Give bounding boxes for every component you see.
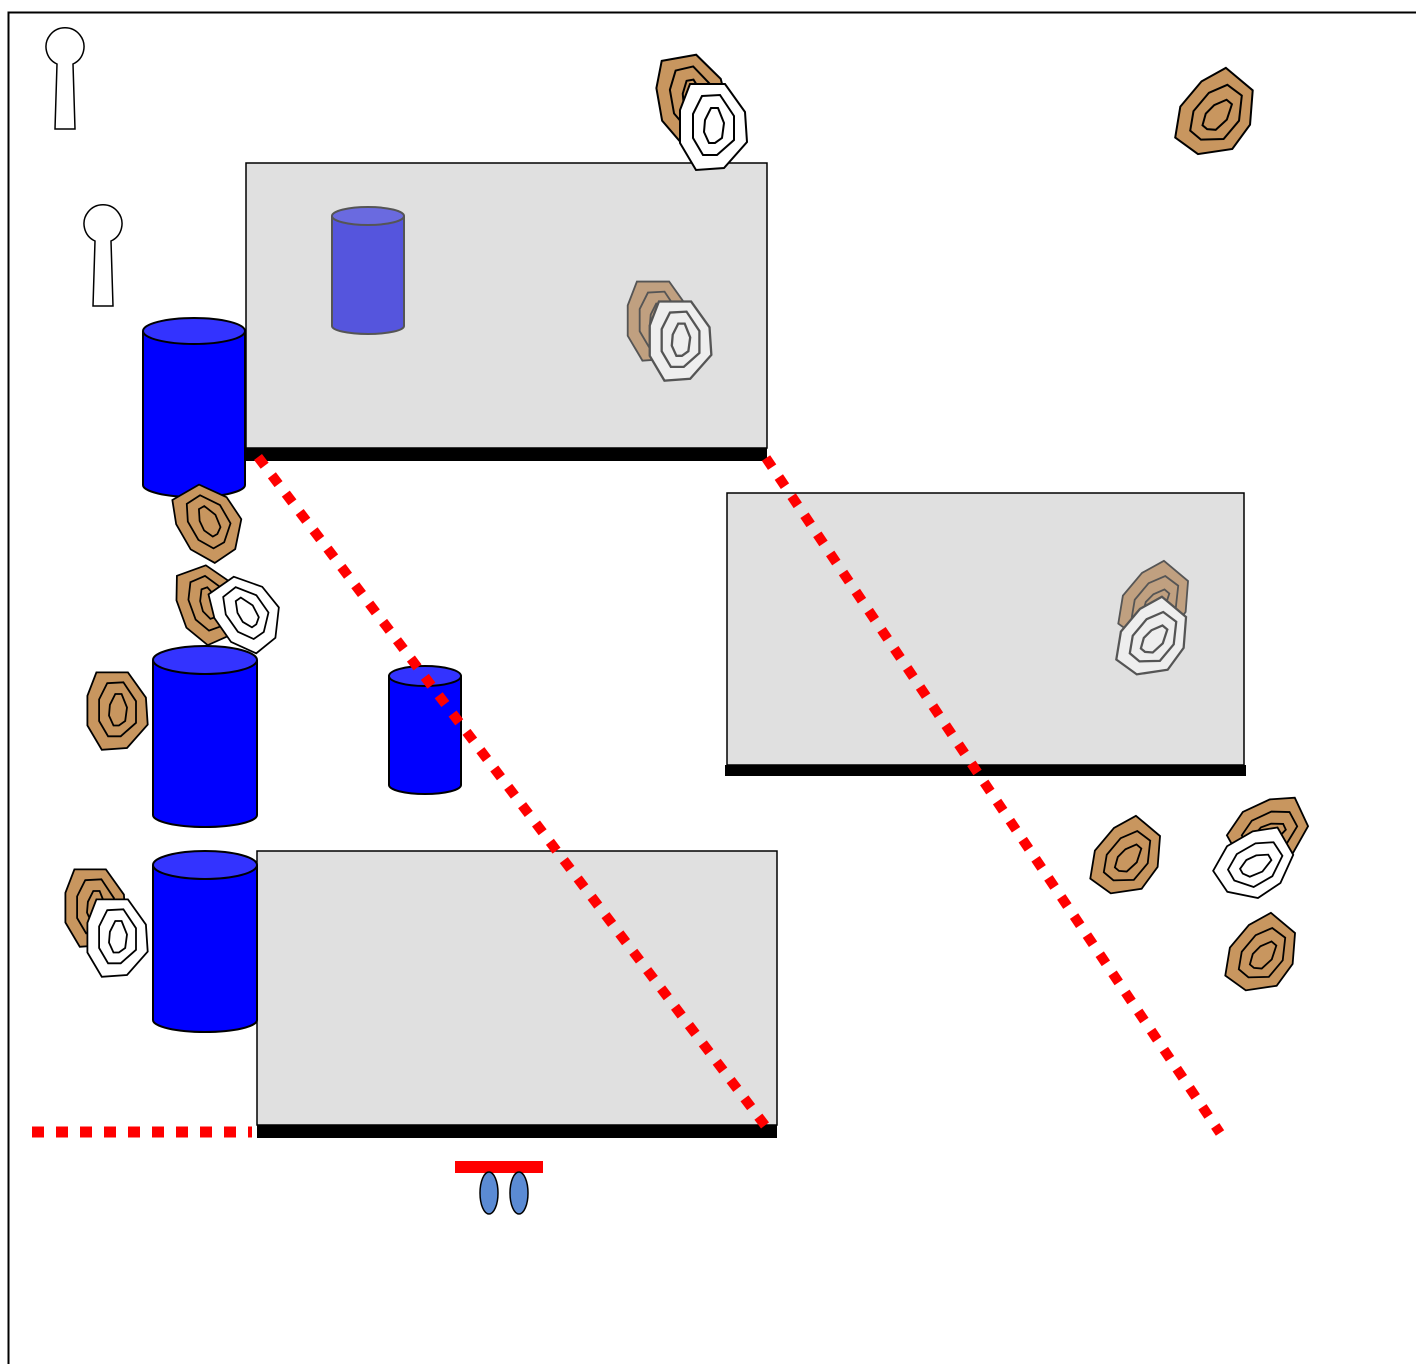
start-bar — [455, 1161, 543, 1173]
fault-line — [761, 455, 1225, 1136]
barrel-behind-wall — [331, 206, 405, 335]
barrel — [152, 645, 258, 828]
barrel — [152, 850, 258, 1033]
shooter-foot — [509, 1171, 529, 1215]
shooter-foot — [479, 1171, 499, 1215]
start-position — [455, 1161, 543, 1215]
steel-popper — [83, 204, 123, 307]
barrel — [142, 317, 246, 498]
steel-popper — [45, 27, 85, 130]
wall-bottom — [256, 850, 778, 1138]
fault-line — [254, 453, 774, 1136]
